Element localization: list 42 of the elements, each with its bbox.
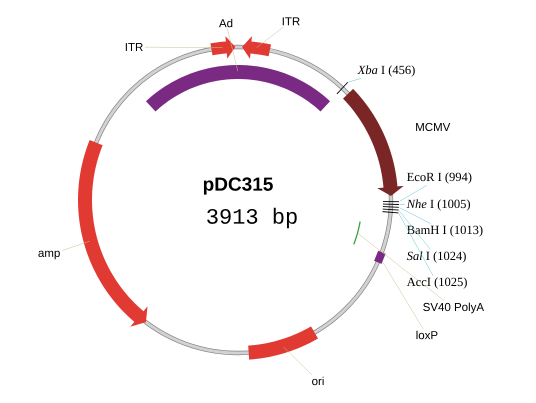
feature-arc	[146, 65, 330, 112]
feature-box	[374, 250, 386, 264]
leader-line	[62, 240, 90, 251]
plasmid-size: 3913 bp	[207, 208, 297, 228]
leader-line	[399, 207, 431, 224]
feature-label: ITR	[282, 17, 300, 26]
restriction-site-tick	[382, 208, 400, 211]
plasmid-name: pDC315	[204, 177, 273, 195]
leader-line	[144, 46, 223, 48]
feature-label: loxP	[416, 330, 438, 340]
restriction-site-tick	[382, 206, 400, 208]
leader-line	[399, 204, 406, 205]
site-label: EcoR I (994)	[407, 172, 472, 184]
leader-line	[283, 346, 312, 376]
site-label: BamH I (1013)	[407, 225, 483, 237]
site-label: Xba I (456)	[357, 65, 415, 77]
site-label: AccI (1025)	[406, 277, 467, 289]
leader-line	[382, 262, 424, 330]
leader-line	[399, 185, 428, 202]
site-label: Nhe I (1005)	[406, 199, 470, 211]
restriction-site-tick	[382, 204, 400, 205]
restriction-site-tick	[382, 201, 400, 202]
gene-band	[210, 36, 236, 59]
leader-line	[256, 26, 284, 48]
leader-line	[398, 213, 434, 276]
gene-band	[343, 88, 404, 196]
feature-arc	[353, 221, 361, 245]
leader-line	[348, 78, 362, 82]
site-label: Sal I (1024)	[406, 251, 466, 263]
restriction-site-tick	[336, 82, 348, 94]
feature-label: Ad	[218, 18, 232, 28]
feature-label: amp	[38, 250, 60, 260]
gene-band	[242, 36, 272, 59]
leader-line	[399, 210, 431, 250]
feature-label: SV40 PolyA	[423, 302, 484, 314]
feature-arc	[248, 326, 318, 360]
gene-band	[78, 140, 148, 327]
feature-label: MCMV	[416, 122, 450, 132]
feature-label: ITR	[126, 43, 143, 51]
feature-label: ori	[312, 376, 324, 386]
leader-line	[358, 233, 445, 302]
restriction-site-tick	[382, 211, 399, 214]
